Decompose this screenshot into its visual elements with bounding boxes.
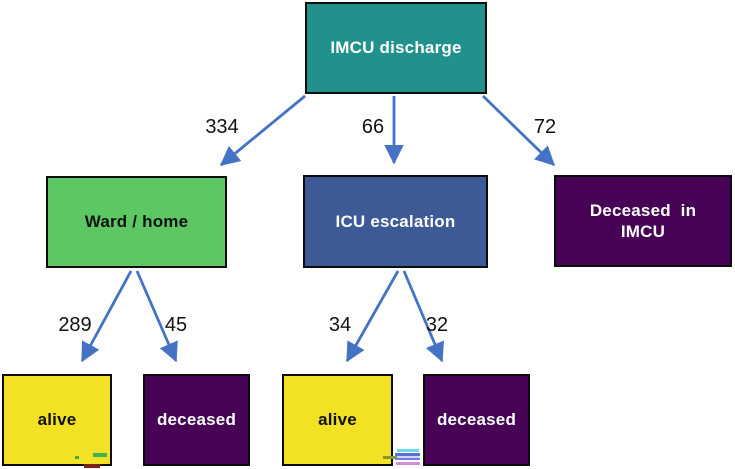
- node-deceased-ward: deceased: [143, 374, 250, 466]
- node-deceased-in-imcu: Deceased in IMCU: [554, 175, 732, 267]
- node-icu-escalation: ICU escalation: [303, 175, 488, 268]
- edge-count-imcu-to-deceased: 72: [533, 116, 557, 138]
- render-artifact: [396, 462, 420, 465]
- render-artifact: [75, 456, 79, 459]
- render-artifact: [395, 453, 420, 456]
- node-ward-home: Ward / home: [46, 176, 227, 268]
- edge-count-icu-to-alive: 34: [328, 314, 352, 336]
- edge-count-imcu-to-icu: 66: [361, 116, 385, 138]
- render-artifact: [93, 453, 107, 457]
- edge-count-ward-to-deceased: 45: [164, 314, 188, 336]
- node-imcu-discharge: IMCU discharge: [305, 2, 487, 94]
- render-artifact: [397, 449, 419, 452]
- render-artifact: [84, 464, 100, 468]
- render-artifact: [383, 456, 397, 459]
- node-alive-ward: alive: [2, 374, 112, 466]
- edge-count-icu-to-deceased: 32: [425, 314, 449, 336]
- edge-count-ward-to-alive: 289: [58, 314, 92, 336]
- edge-count-imcu-to-ward: 334: [205, 116, 239, 138]
- node-alive-icu: alive: [282, 374, 393, 466]
- render-artifact: [395, 458, 420, 460]
- render-artifact: [397, 456, 419, 458]
- node-deceased-icu: deceased: [423, 374, 530, 466]
